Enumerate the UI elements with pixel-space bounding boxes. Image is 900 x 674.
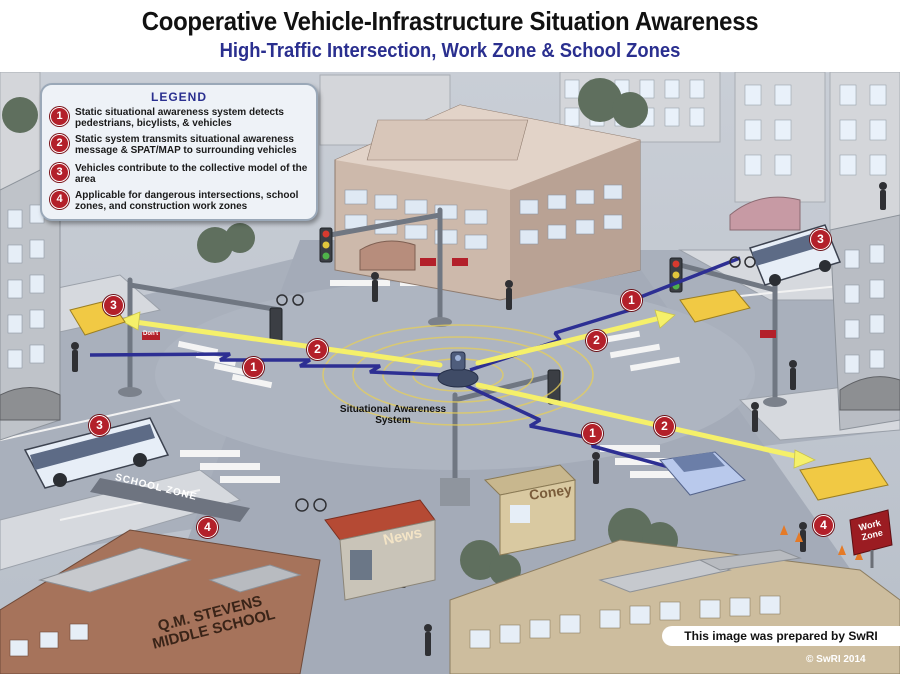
- left-building: [0, 169, 61, 441]
- bus-stop-sign-label: Don't: [143, 331, 159, 337]
- marker-zone: 4: [813, 515, 834, 536]
- system-label: Situational Awareness System: [339, 404, 447, 426]
- marker-vehicle: 3: [89, 415, 110, 436]
- legend-title: LEGEND: [150, 90, 207, 104]
- legend-number-badge: 3: [50, 163, 69, 182]
- legend-number-badge: 2: [50, 134, 69, 153]
- legend-number-badge: 1: [50, 107, 69, 126]
- marker-transmit: 2: [654, 416, 675, 437]
- marker-zone: 4: [197, 517, 218, 538]
- work-zone-cones: [780, 525, 863, 560]
- marker-vehicle: 3: [810, 229, 831, 250]
- legend-item-text: Applicable for dangerous intersections, …: [75, 190, 299, 212]
- awareness-device: [437, 351, 479, 388]
- marker-detect: 1: [582, 423, 603, 444]
- transmit-signals: [132, 315, 803, 460]
- bus-shelters: [0, 196, 900, 421]
- marker-detect: 1: [243, 357, 264, 378]
- taxis: [69, 289, 889, 501]
- marker-vehicle: 3: [103, 295, 124, 316]
- school-zone-strip: [90, 478, 250, 522]
- page-subtitle: High-Traffic Intersection, Work Zone & S…: [219, 40, 681, 62]
- marker-transmit: 2: [586, 330, 607, 351]
- coney-stand: [483, 464, 577, 556]
- copyright-label: © SwRI 2014: [806, 654, 866, 665]
- small-signs: [142, 258, 776, 340]
- pole-bases: [118, 317, 787, 506]
- office-building: [334, 104, 641, 301]
- page-title: Cooperative Vehicle-Infrastructure Situa…: [141, 6, 759, 36]
- legend-number-badge: 4: [50, 190, 69, 209]
- legend-item-text: Vehicles contribute to the collective mo…: [75, 163, 308, 185]
- marker-transmit: 2: [307, 339, 328, 360]
- title-bar: Cooperative Vehicle-Infrastructure Situa…: [0, 0, 900, 72]
- marker-detect: 1: [621, 290, 642, 311]
- cyclists: [276, 256, 756, 512]
- legend-panel: LEGEND 1 Static situational awareness sy…: [40, 83, 318, 221]
- credit-label: This image was prepared by SwRI: [662, 626, 900, 646]
- traffic-signals: [127, 207, 778, 483]
- bus-left: [23, 417, 170, 489]
- news-kiosk: [324, 499, 436, 601]
- legend-item-text: Static situational awareness system dete…: [75, 107, 284, 129]
- work-zone-sign-board: [849, 509, 893, 556]
- school-building: [0, 529, 321, 674]
- transmit-arrowheads: [119, 309, 816, 469]
- city-scene: [0, 72, 900, 674]
- car-blue: [659, 451, 746, 496]
- legend-item-text: Static system transmits situational awar…: [75, 134, 297, 156]
